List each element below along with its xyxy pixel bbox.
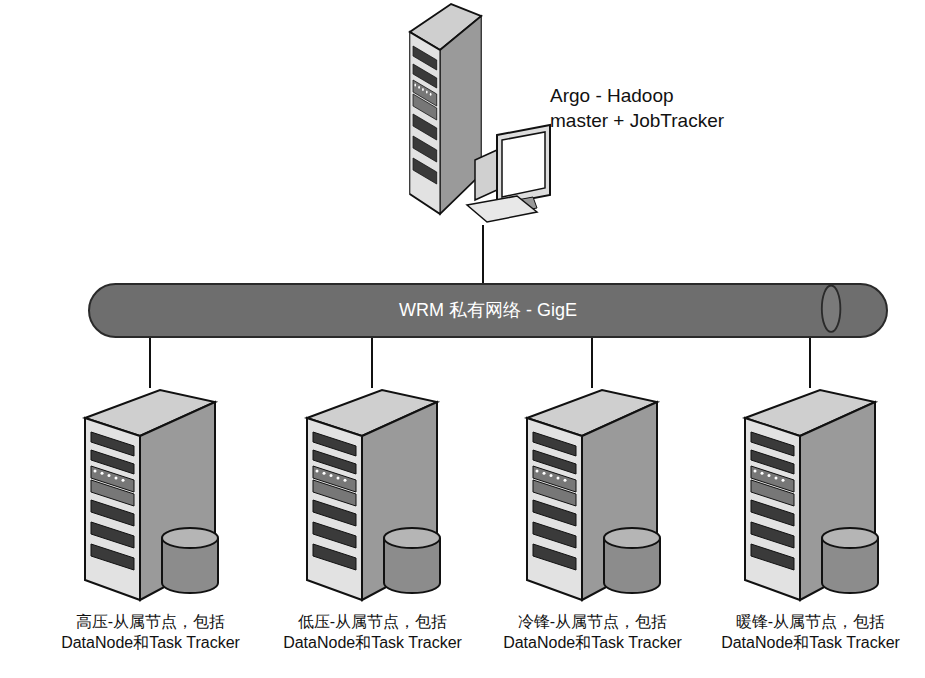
server-illustration <box>302 388 442 603</box>
master-server: Argo - Hadoop master + JobTracker <box>405 0 555 225</box>
network-label: WRM 私有网络 - GigE <box>399 299 577 322</box>
slave-server: 暖锋-从属节点，包括 DataNode和Task Tracker <box>740 388 880 603</box>
server-label: 冷锋-从属节点，包括 DataNode和Task Tracker <box>485 612 700 654</box>
network-link <box>482 225 484 283</box>
network-bus: WRM 私有网络 - GigE <box>88 283 888 338</box>
network-link <box>371 338 373 388</box>
server-label: 低压-从属节点，包括 DataNode和Task Tracker <box>265 612 480 654</box>
slave-server: 冷锋-从属节点，包括 DataNode和Task Tracker <box>522 388 662 603</box>
network-link <box>591 338 593 388</box>
slave-server: 低压-从属节点，包括 DataNode和Task Tracker <box>302 388 442 603</box>
slave-server: 高压-从属节点，包括 DataNode和Task Tracker <box>80 388 220 603</box>
server-label: Argo - Hadoop master + JobTracker <box>550 84 735 133</box>
network-link <box>809 338 811 388</box>
server-illustration <box>80 388 220 603</box>
server-illustration <box>740 388 880 603</box>
server-illustration <box>522 388 662 603</box>
network-link <box>149 338 151 388</box>
server-label: 高压-从属节点，包括 DataNode和Task Tracker <box>43 612 258 654</box>
server-label: 暖锋-从属节点，包括 DataNode和Task Tracker <box>703 612 918 654</box>
server-illustration <box>405 0 555 225</box>
